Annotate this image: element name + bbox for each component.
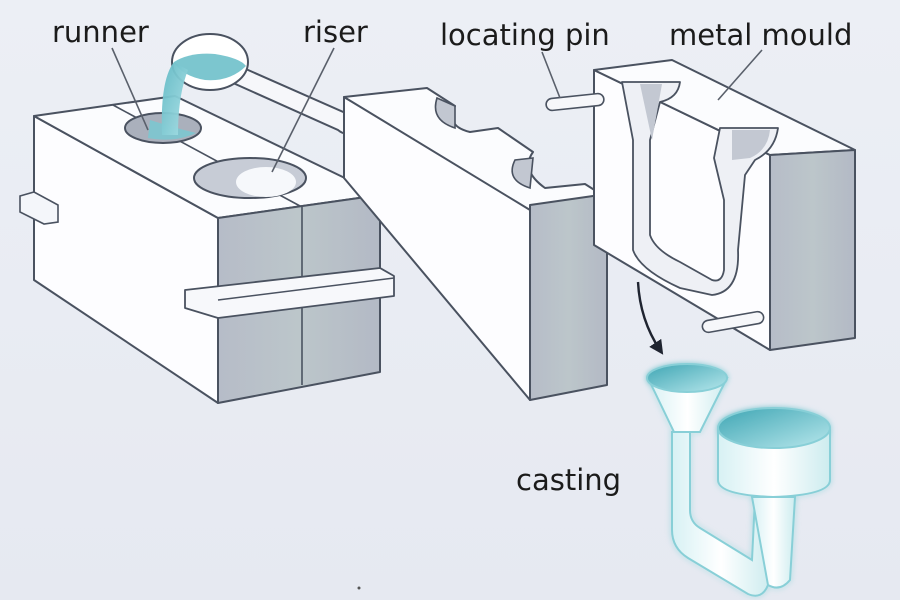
leader-metal-mould [717,49,763,101]
label-riser: riser [303,15,368,49]
riser-cutout [511,157,534,190]
label-casting: casting [516,463,621,497]
clamp-band [184,267,395,319]
label-runner: runner [52,15,149,49]
sprue-shadow [640,84,662,140]
assembled-mould [19,95,395,404]
pouring-stream [161,62,188,135]
locating-pin-top [545,92,605,112]
leader-locating-pin [541,51,561,99]
casting-riser-neck [750,496,797,589]
casting-riser-top [717,407,831,449]
ladle-metal [174,53,246,81]
clamp-tab-left [19,191,59,225]
metal-mould-end-face [769,149,856,351]
casting-sprue-pipe [671,431,772,597]
mould-half-front-face [529,193,608,401]
leader-runner [111,47,149,131]
leader-riser [271,47,335,173]
casting [646,363,831,597]
locating-pin-bottom [701,310,765,334]
mould-half-middle [343,87,608,401]
stray-dot [357,586,361,590]
label-metal-mould: metal mould [669,18,852,52]
runner-cutout [434,96,456,130]
casting-funnel-top [646,363,728,393]
metal-mould-open [545,59,856,351]
clamp-band-edge [217,277,395,301]
riser-hole-highlight [236,167,296,197]
riser-cavity-shadow [732,130,770,160]
arrow-to-casting [636,281,664,355]
label-locating-pin: locating pin [440,18,610,52]
